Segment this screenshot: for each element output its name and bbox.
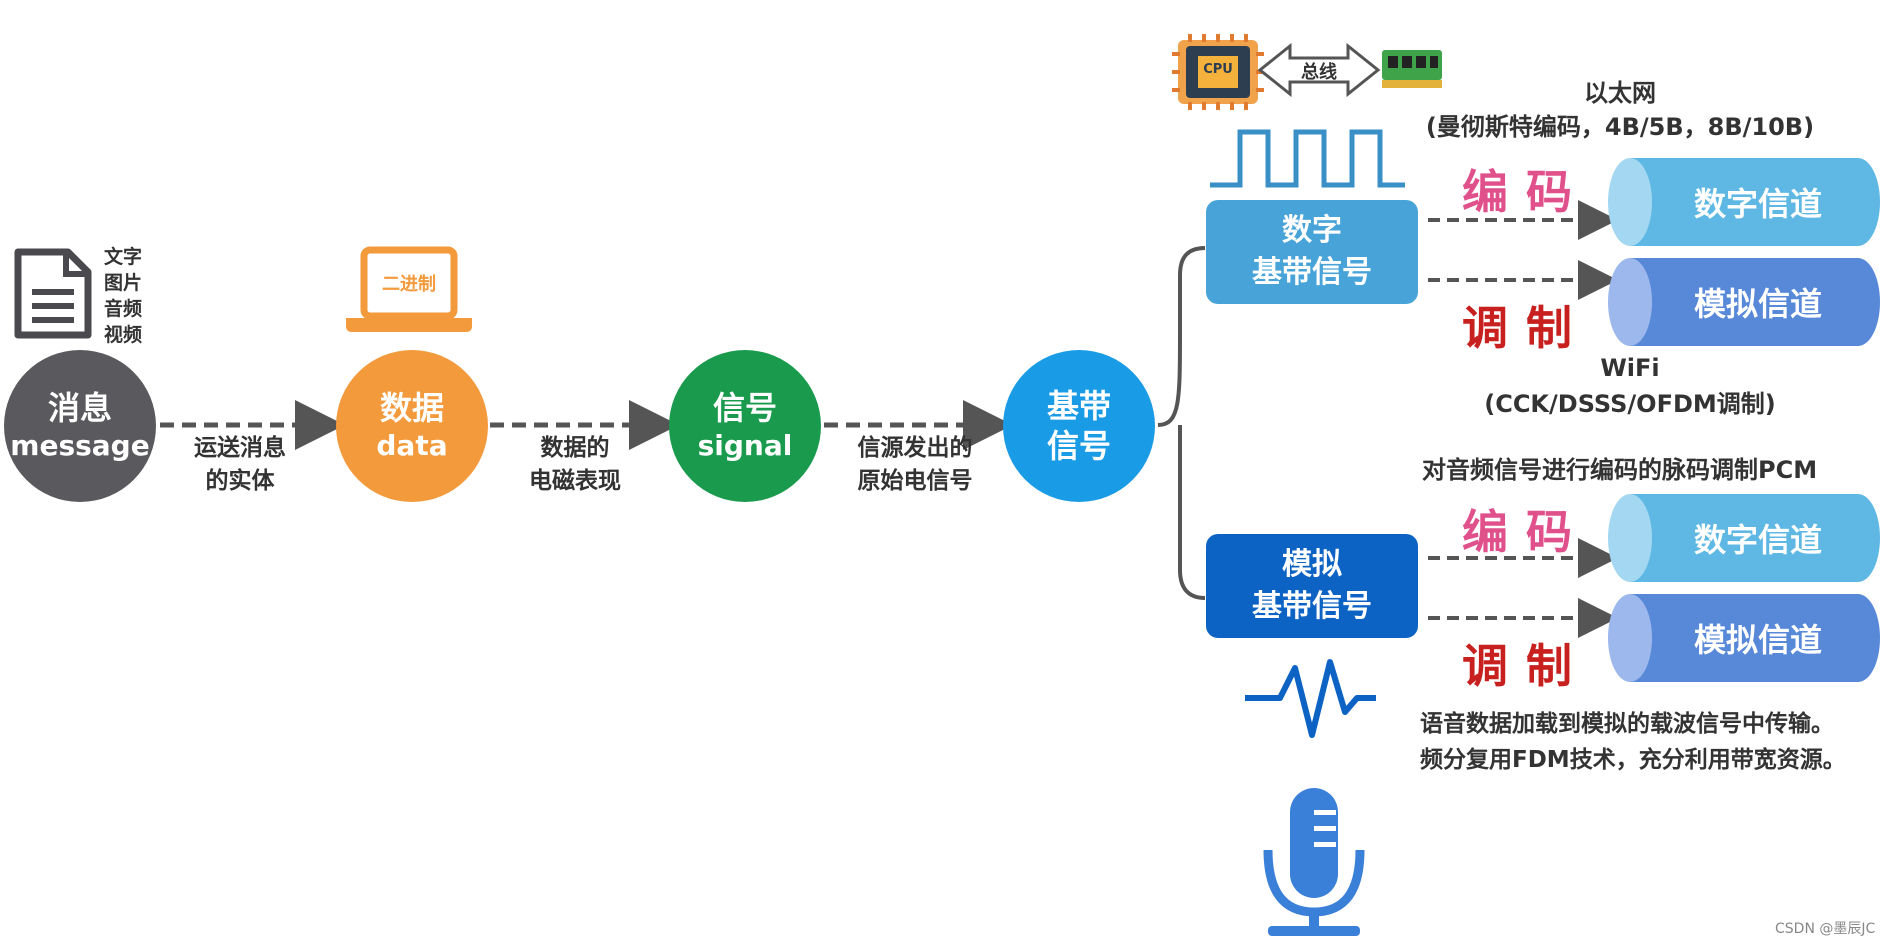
signal-node: 信号 signal (669, 350, 821, 502)
ethernet-note: 以太网 (曼彻斯特编码，4B/5B，8B/10B) (1410, 76, 1830, 144)
ethernet-detail: (曼彻斯特编码，4B/5B，8B/10B) (1425, 113, 1815, 141)
square-wave-icon (1210, 129, 1405, 188)
analog-wave-icon (1245, 659, 1376, 738)
data-caption-line2: 电磁表现 (529, 468, 621, 494)
pcm-note: 对音频信号进行编码的脉码调制PCM (1422, 456, 1818, 484)
cpu-label: CPU (1203, 62, 1233, 77)
data-title: 数据 (379, 389, 444, 427)
data-caption-line1: 数据的 (540, 435, 610, 461)
op-encode-analog: 编码 (1462, 505, 1590, 559)
signal-caption: 信源发出的 原始电信号 (835, 432, 995, 498)
channel-cylinder-digital-top (1608, 158, 1880, 246)
wifi-detail: (CCK/DSSS/OFDM调制) (1484, 390, 1776, 418)
channel-digital-top-label: 数字信道 (1693, 185, 1822, 223)
bus-arrow-icon (1257, 42, 1381, 98)
message-title: 消息 (47, 389, 112, 427)
signal-caption-line2: 原始电信号 (857, 468, 973, 494)
channel-analog-bottom-label: 模拟信道 (1693, 621, 1822, 659)
wifi-note: WiFi (CCK/DSSS/OFDM调制) (1440, 350, 1820, 422)
channel-digital-bottom-label: 数字信道 (1693, 521, 1822, 559)
op-encode-digital: 编码 (1462, 165, 1590, 219)
data-node: 数据 data (336, 350, 488, 502)
laptop-icon (346, 246, 472, 332)
channel-cylinder-digital-bottom (1608, 494, 1880, 582)
digital-baseband-line1: 数字 (1282, 213, 1342, 248)
message-caption-line2: 的实体 (205, 468, 275, 494)
watermark: CSDN @墨辰JC (1775, 921, 1876, 937)
data-caption: 数据的 电磁表现 (505, 432, 645, 498)
data-subtitle: data (376, 429, 448, 462)
message-type-image: 图片 (104, 272, 143, 294)
fdm-note: 语音数据加载到模拟的载波信号中传输。 频分复用FDM技术，充分利用带宽资源。 (1420, 706, 1846, 778)
channel-cylinder-analog-bottom (1608, 594, 1880, 682)
op-modulate-digital: 调制 (1462, 301, 1590, 355)
channel-analog-bottom: 模拟信道 (1614, 594, 1872, 682)
baseband-title-line2: 信号 (1046, 427, 1111, 465)
op-modulate-analog: 调制 (1462, 639, 1590, 693)
bus-label: 总线 (1301, 62, 1337, 83)
ethernet-title: 以太网 (1584, 79, 1656, 107)
cpu-chip-icon (1172, 34, 1264, 110)
channel-digital-bottom: 数字信道 (1614, 494, 1872, 582)
channel-analog-top: 模拟信道 (1614, 258, 1872, 346)
message-caption-line1: 运送消息 (194, 435, 286, 461)
fdm-line1: 语音数据加载到模拟的载波信号中传输。 (1420, 711, 1834, 737)
fdm-line2: 频分复用FDM技术，充分利用带宽资源。 (1420, 747, 1846, 773)
signal-caption-line1: 信源发出的 (857, 435, 973, 461)
baseband-title-line1: 基带 (1046, 387, 1111, 425)
channel-digital-top: 数字信道 (1614, 158, 1872, 246)
message-type-audio: 音频 (104, 298, 143, 320)
digital-baseband-line2: 基带信号 (1252, 255, 1372, 290)
message-caption: 运送消息 的实体 (170, 432, 310, 498)
laptop-label: 二进制 (382, 274, 436, 295)
message-type-text: 文字 (104, 246, 143, 268)
baseband-node: 基带 信号 (1003, 350, 1155, 502)
signal-title: 信号 (712, 389, 777, 427)
digital-baseband-box: 数字 基带信号 (1206, 200, 1418, 304)
microphone-icon (1263, 788, 1365, 936)
message-types: 文字 图片 音频 视频 (104, 244, 142, 348)
analog-baseband-box: 模拟 基带信号 (1206, 534, 1418, 638)
branch-brace (1157, 246, 1206, 600)
memory-module-icon (1382, 50, 1442, 88)
message-subtitle: message (10, 429, 150, 462)
message-type-video: 视频 (104, 324, 143, 346)
channel-analog-top-label: 模拟信道 (1693, 285, 1822, 323)
analog-baseband-line2: 基带信号 (1252, 589, 1372, 624)
channel-cylinder-analog-top (1608, 258, 1880, 346)
message-node: 消息 message (4, 350, 156, 502)
wifi-title: WiFi (1600, 354, 1660, 382)
signal-subtitle: signal (697, 429, 793, 462)
analog-baseband-line1: 模拟 (1282, 547, 1342, 582)
document-icon (14, 248, 92, 339)
